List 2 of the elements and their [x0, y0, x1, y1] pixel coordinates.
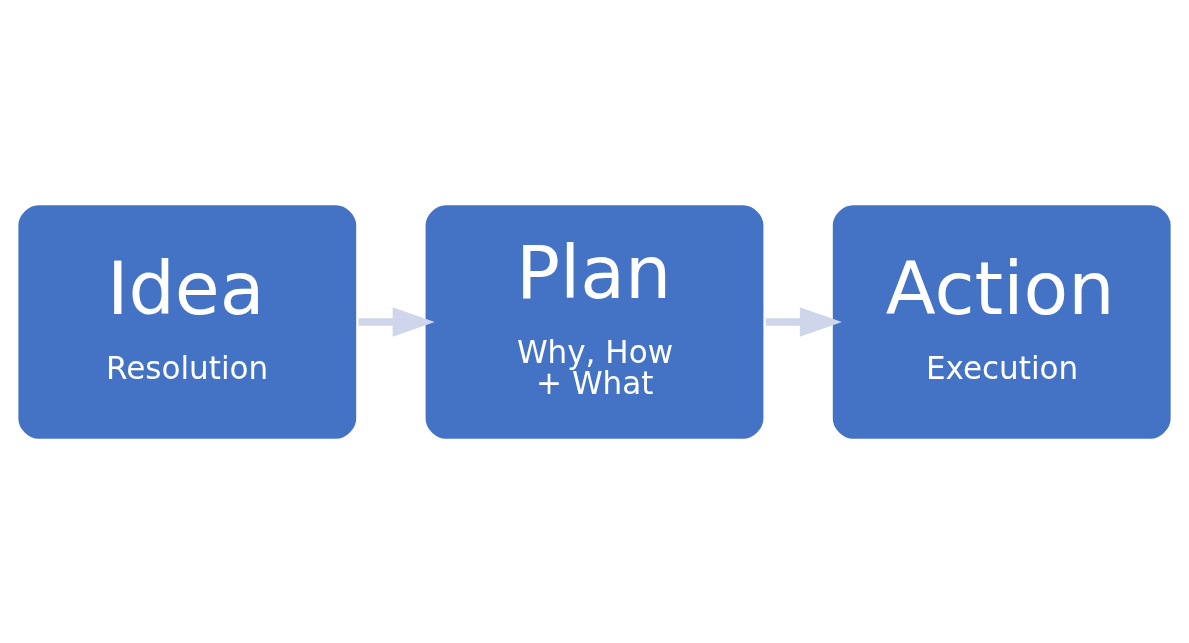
- arrow: [358, 306, 435, 337]
- arrow: [765, 306, 842, 337]
